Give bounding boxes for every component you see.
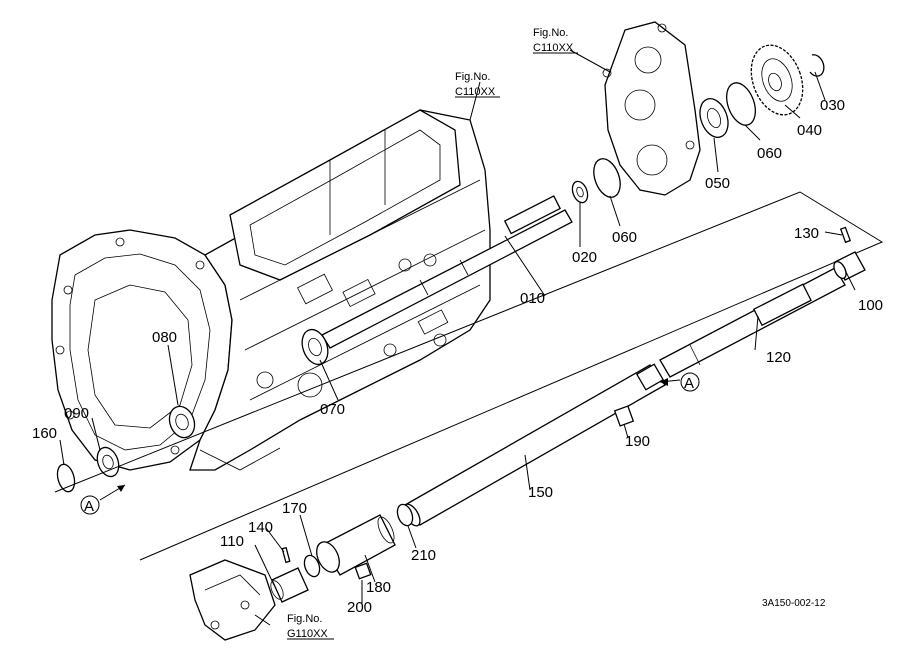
bushing-100 [833, 251, 866, 281]
label-150: 150 [528, 484, 553, 501]
pin-130 [839, 226, 852, 244]
label-100: 100 [858, 297, 883, 314]
callout-a-left-text: A [84, 498, 94, 515]
label-170: 170 [282, 500, 307, 517]
shaft-010 [321, 195, 573, 349]
housing-180 [316, 514, 396, 576]
label-180: 180 [366, 579, 391, 596]
label-210: 210 [411, 547, 436, 564]
label-110: 110 [220, 533, 244, 550]
rear-housing-piece [189, 559, 276, 641]
leader-lines [59, 49, 856, 626]
o-ring-210 [396, 503, 414, 527]
label-070: 070 [320, 401, 345, 418]
label-060-lower: 060 [612, 229, 637, 246]
fig-ref-bottom-line2: G110XX [287, 628, 328, 640]
drawing-reference: 3A150-002-12 [762, 598, 826, 609]
label-130: 130 [794, 225, 819, 242]
transmission-housing [51, 109, 491, 471]
pin-140 [281, 546, 291, 564]
label-030: 030 [820, 97, 845, 114]
label-090: 090 [64, 405, 89, 422]
label-060-upper: 060 [757, 145, 782, 162]
fig-ref-top-right-line1: Fig.No. [533, 27, 568, 39]
label-120: 120 [766, 349, 791, 366]
bearing-080 [168, 405, 196, 439]
callout-a-right-text: A [684, 375, 694, 392]
fig-ref-top-center-line1: Fig.No. [455, 71, 490, 83]
bolt-200 [354, 562, 372, 580]
label-010: 010 [520, 290, 545, 307]
circlip-030 [809, 54, 825, 77]
washer-020 [571, 180, 589, 204]
bearing-070 [301, 328, 329, 366]
front-cover-plate [602, 21, 701, 196]
bearing-090 [96, 446, 120, 478]
label-040: 040 [797, 122, 822, 139]
shaft-120 [659, 267, 846, 378]
snap-ring-060-upper [726, 82, 756, 126]
label-050: 050 [705, 175, 730, 192]
gear-040 [750, 44, 804, 116]
label-080: 080 [152, 329, 177, 346]
bearing-050 [699, 98, 729, 138]
part-number-labels: 010 020 030 040 050 060 060 070 080 090 … [32, 97, 883, 616]
label-200: 200 [347, 599, 372, 616]
fig-ref-bottom-line1: Fig.No. [287, 613, 322, 625]
pto-shaft-group-border [54, 191, 884, 561]
o-ring-170 [303, 554, 321, 578]
fig-ref-top-center-line2: C110XX [455, 86, 496, 98]
o-ring-160 [56, 463, 76, 493]
callout-a-right: A [680, 372, 700, 392]
label-020: 020 [572, 249, 597, 266]
plug-190 [613, 405, 635, 427]
label-160: 160 [32, 425, 57, 442]
label-140: 140 [248, 519, 273, 536]
figure-references: Fig.No. C110XX Fig.No. C110XX Fig.No. G1… [287, 27, 578, 640]
callout-a-left: A [80, 495, 100, 515]
snap-ring-060-lower [593, 158, 621, 198]
label-190: 190 [625, 433, 650, 450]
fig-ref-top-right-line2: C110XX [533, 42, 574, 54]
coupling-110 [270, 567, 309, 603]
